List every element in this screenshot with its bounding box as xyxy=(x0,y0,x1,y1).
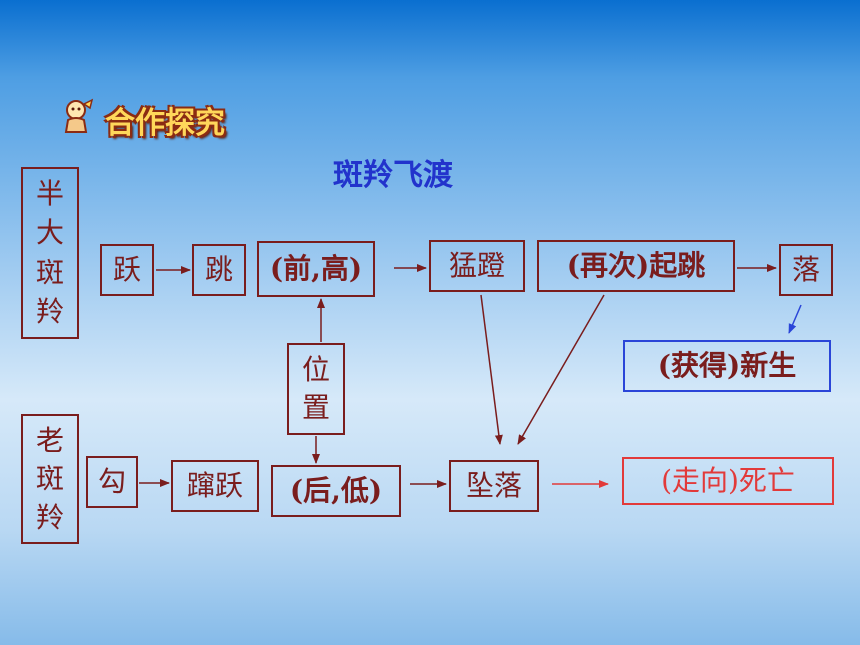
node-push-off: 猛蹬 xyxy=(429,240,525,292)
node-leap: 跃 xyxy=(100,244,154,296)
group-old-char: 斑 xyxy=(35,462,64,495)
node-back-low: (后,低) xyxy=(271,465,401,517)
node-step-leap: 蹿跃 xyxy=(171,460,259,512)
node-position: 位 置 xyxy=(287,343,345,435)
arrow-pushoff-fall xyxy=(480,294,503,445)
node-fall: 坠落 xyxy=(449,460,539,512)
arrow-jumpagain-fall xyxy=(517,294,605,445)
node-death: (走向)死亡 xyxy=(622,457,834,505)
group-young-char: 羚 xyxy=(35,294,64,328)
node-jump: 跳 xyxy=(192,244,246,296)
group-young-char: 半 xyxy=(35,177,64,211)
node-position-char: 置 xyxy=(301,391,330,425)
node-hook: 勾 xyxy=(86,456,138,508)
group-young-antelopes: 半 大 斑 羚 xyxy=(21,167,79,339)
section-heading: 合作探究 xyxy=(105,106,225,141)
group-old-char: 老 xyxy=(35,423,64,457)
node-front-high: (前,高) xyxy=(257,241,375,297)
cartoon-icon xyxy=(58,96,98,136)
group-young-char: 斑 xyxy=(35,255,64,289)
node-position-char: 位 xyxy=(301,352,330,386)
group-young-char: 大 xyxy=(35,216,64,250)
group-old-char: 羚 xyxy=(35,500,64,534)
group-old-antelopes: 老 斑 羚 xyxy=(21,414,79,544)
node-land: 落 xyxy=(779,244,833,296)
node-new-life: (获得)新生 xyxy=(623,340,831,392)
arrow-land-newlife xyxy=(788,304,802,334)
node-jump-again: (再次)起跳 xyxy=(537,240,735,292)
diagram-title: 斑羚飞渡 xyxy=(333,158,453,193)
